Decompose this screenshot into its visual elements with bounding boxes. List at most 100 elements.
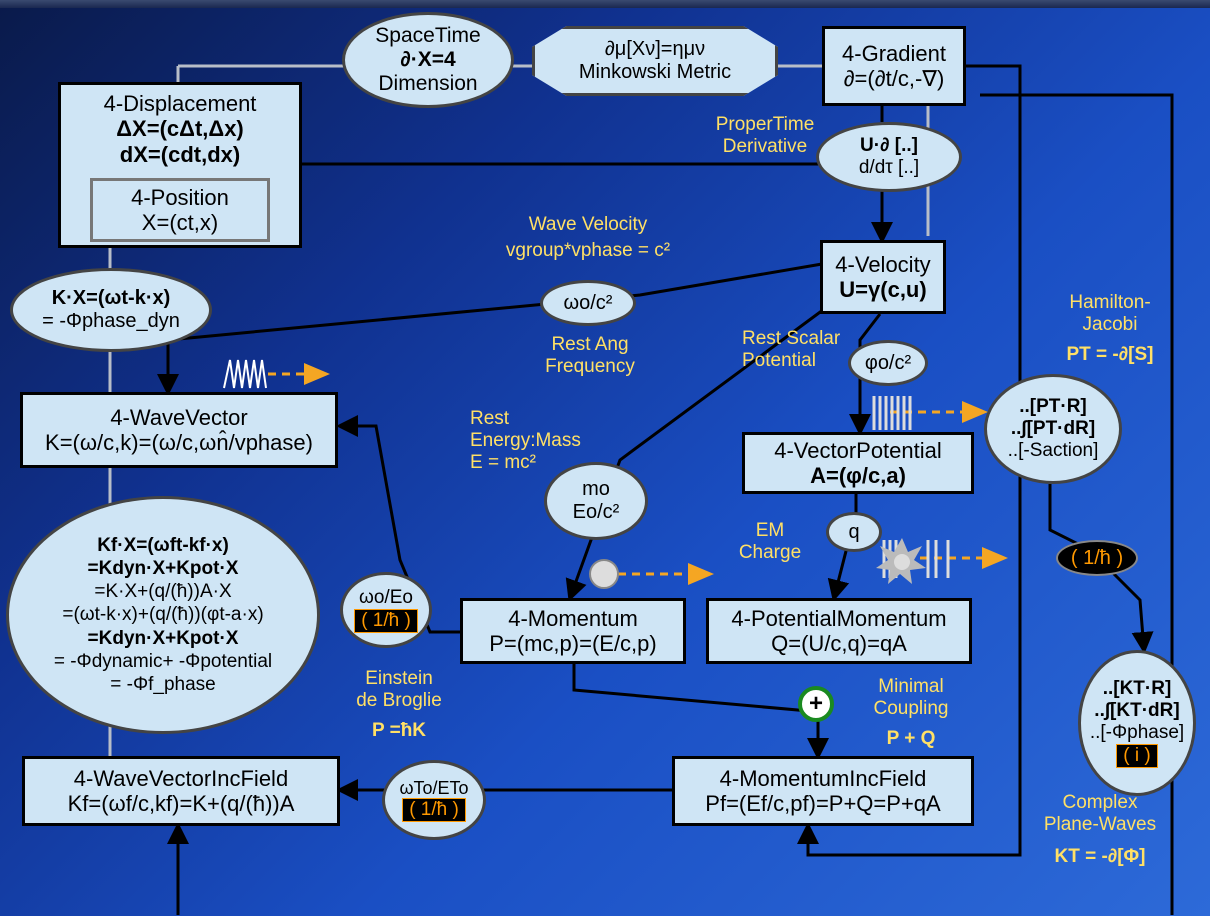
complex-eq: KT = -∂[Φ] bbox=[1054, 846, 1146, 867]
kfx-line-3: =K·X+(q/(ħ))A·X bbox=[94, 581, 232, 603]
em-charge-label: EM Charge bbox=[738, 520, 802, 563]
rest-ang-label: Rest Ang Frequency bbox=[545, 334, 635, 377]
momincfield-box: 4-MomentumIncField Pf=(Ef/c,pf)=P+Q=P+qA bbox=[672, 756, 974, 826]
rest-scalar-label: Rest Scalar Potential bbox=[742, 328, 841, 371]
spacetime-title: SpaceTime bbox=[375, 23, 481, 47]
wave-velocity-eq: vgroup*vphase = c² bbox=[505, 240, 671, 261]
omega-to-text: ωTo/ETo bbox=[399, 777, 469, 798]
spacetime-node: SpaceTime ∂·X=4 Dimension bbox=[342, 12, 514, 108]
spacetime-eq: ∂·X=4 bbox=[400, 47, 456, 71]
hamilton-jacobi-label: Hamilton- Jacobi bbox=[1069, 292, 1151, 335]
hj-ops-node: ..[PT·R] ..∫[PT·dR] ..[-Saction] bbox=[984, 374, 1122, 484]
momentum-eq: P=(mc,p)=(E/c,p) bbox=[489, 631, 657, 656]
plus-node: + bbox=[798, 686, 834, 722]
displacement-title: 4-Displacement bbox=[103, 91, 257, 116]
momentum-box: 4-Momentum P=(mc,p)=(E/c,p) bbox=[460, 598, 686, 664]
kfx-line-5: =Kdyn·X+Kpot·X bbox=[87, 627, 239, 649]
position-eq: X=(ct,x) bbox=[141, 210, 219, 235]
einstein-eq: P =ħK bbox=[371, 720, 427, 741]
kx-phase: = -Φphase_dyn bbox=[42, 310, 180, 332]
gradient-eq: ∂=(∂t/c,-∇) bbox=[843, 66, 945, 91]
omega-c2-node: ωo/c² bbox=[540, 280, 636, 326]
wvincfield-box: 4-WaveVectorIncField Kf=(ωf/c,kf)=K+(q/(… bbox=[22, 756, 340, 826]
vectorpotential-box: 4-VectorPotential A=(φ/c,a) bbox=[742, 432, 974, 494]
phi-c2-node: φo/c² bbox=[848, 340, 928, 386]
wave-glyph-1 bbox=[223, 359, 267, 389]
minkowski-node: ∂μ[Xν]=ημν Minkowski Metric bbox=[532, 26, 778, 96]
omega-c2-text: ωo/c² bbox=[563, 291, 613, 314]
rest-energy-label: Rest Energy:Mass E = mc² bbox=[470, 408, 581, 473]
kt-op-1: ..[KT·R] bbox=[1102, 678, 1172, 700]
kt-ops-node: ..[KT·R] ..∫[KT·dR] ..[-Φphase] ( i ) bbox=[1078, 650, 1196, 796]
hbar-right-text: ( 1/ħ ) bbox=[1070, 546, 1124, 569]
velocity-eq: U=γ(c,u) bbox=[839, 277, 927, 302]
hj-op-2: ..∫[PT·dR] bbox=[1010, 418, 1096, 440]
kt-op-3: ..[-Φphase] bbox=[1089, 722, 1185, 743]
particle-glyph bbox=[589, 559, 619, 589]
kfx-line-1: Kf·X=(ωft-kf·x) bbox=[97, 534, 229, 556]
hbar-right-node: ( 1/ħ ) bbox=[1056, 540, 1138, 576]
omega-to-node: ωTo/ETo ( 1/ħ ) bbox=[382, 760, 486, 840]
potmomentum-box: 4-PotentialMomentum Q=(U/c,q)=qA bbox=[706, 598, 972, 664]
displacement-eq2: dX=(cdt,dx) bbox=[119, 141, 241, 167]
omega-to-badge: ( 1/ħ ) bbox=[402, 798, 466, 823]
kx-eq: K·X=(ωt-k·x) bbox=[51, 287, 171, 309]
complex-label: Complex Plane-Waves bbox=[1043, 792, 1157, 835]
displacement-eq1: ΔX=(cΔt,Δx) bbox=[116, 116, 244, 142]
kfx-line-2: =Kdyn·X+Kpot·X bbox=[87, 558, 239, 580]
wvincfield-title: 4-WaveVectorIncField bbox=[73, 765, 289, 791]
mass-node: mo Eo/c² bbox=[544, 462, 648, 540]
omega-e-badge: ( 1/ħ ) bbox=[354, 609, 418, 633]
kfx-line-7: = -Φf_phase bbox=[110, 673, 216, 695]
momincfield-title: 4-MomentumIncField bbox=[719, 765, 927, 791]
omega-e-node: ωo/Eo ( 1/ħ ) bbox=[340, 572, 432, 648]
hj-eq: PT = -∂[S] bbox=[1066, 344, 1154, 365]
wavevector-box: 4-WaveVector K=(ω/c,k)=(ω/c,ωn̂/vphase) bbox=[20, 392, 338, 468]
hj-op-3: ..[-Saction] bbox=[1007, 439, 1099, 461]
kfx-node: Kf·X=(ωft-kf·x) =Kdyn·X+Kpot·X =K·X+(q/(… bbox=[6, 496, 320, 734]
wavevector-title: 4-WaveVector bbox=[110, 404, 248, 430]
orange-arrows bbox=[268, 363, 1008, 585]
kfx-line-4: =(ωt-k·x)+(q/(ħ))(φt-a·x) bbox=[62, 604, 264, 626]
gradient-box: 4-Gradient ∂=(∂t/c,-∇) bbox=[822, 26, 966, 106]
plane-wave-glyph-1 bbox=[872, 396, 912, 430]
minkowski-label: Minkowski Metric bbox=[578, 61, 732, 83]
minimal-eq: P + Q bbox=[886, 728, 936, 749]
einstein-label: Einstein de Broglie bbox=[356, 668, 442, 711]
phi-c2-text: φo/c² bbox=[864, 351, 912, 374]
velocity-box: 4-Velocity U=γ(c,u) bbox=[820, 240, 946, 314]
plus-text: + bbox=[808, 690, 823, 718]
wavevector-eq: K=(ω/c,k)=(ω/c,ωn̂/vphase) bbox=[45, 430, 313, 455]
velocity-title: 4-Velocity bbox=[835, 251, 931, 277]
mass-energy: Eo/c² bbox=[572, 501, 620, 523]
propertime-label: ProperTime Derivative bbox=[715, 114, 815, 157]
vectorpotential-title: 4-VectorPotential bbox=[774, 437, 942, 463]
momentum-title: 4-Momentum bbox=[508, 605, 638, 631]
wvincfield-eq: Kf=(ωf/c,kf)=K+(q/(ħ))A bbox=[67, 791, 295, 816]
wave-velocity-label: Wave Velocity bbox=[528, 214, 648, 235]
omega-e-text: ωo/Eo bbox=[359, 587, 413, 609]
momincfield-eq: Pf=(Ef/c,pf)=P+Q=P+qA bbox=[705, 791, 941, 816]
kt-badge: ( i ) bbox=[1116, 743, 1158, 768]
propertime-op-1: U·∂ [..] bbox=[860, 135, 918, 157]
spacetime-sub: Dimension bbox=[378, 72, 478, 96]
kt-op-2: ..∫[KT·dR] bbox=[1094, 700, 1180, 722]
star-glyph bbox=[876, 538, 926, 584]
hj-op-1: ..[PT·R] bbox=[1019, 396, 1087, 418]
vectorpotential-eq: A=(φ/c,a) bbox=[810, 463, 906, 488]
minimal-label: Minimal Coupling bbox=[873, 676, 949, 719]
kfx-line-6: = -Φdynamic+ -Φpotential bbox=[53, 650, 273, 672]
charge-node: q bbox=[826, 512, 882, 552]
position-title: 4-Position bbox=[131, 184, 229, 210]
propertime-op-node: U·∂ [..] d/dτ [..] bbox=[816, 122, 962, 192]
gradient-title: 4-Gradient bbox=[842, 40, 946, 66]
mass-text: mo bbox=[582, 478, 610, 500]
position-box: 4-Position X=(ct,x) bbox=[90, 178, 270, 242]
potmomentum-eq: Q=(U/c,q)=qA bbox=[771, 631, 907, 656]
kx-node: K·X=(ωt-k·x) = -Φphase_dyn bbox=[10, 268, 212, 352]
charge-text: q bbox=[848, 520, 860, 543]
propertime-op-2: d/dτ [..] bbox=[858, 157, 920, 178]
potmomentum-title: 4-PotentialMomentum bbox=[731, 605, 947, 631]
minkowski-eq: ∂μ[Xν]=ημν bbox=[604, 38, 706, 60]
